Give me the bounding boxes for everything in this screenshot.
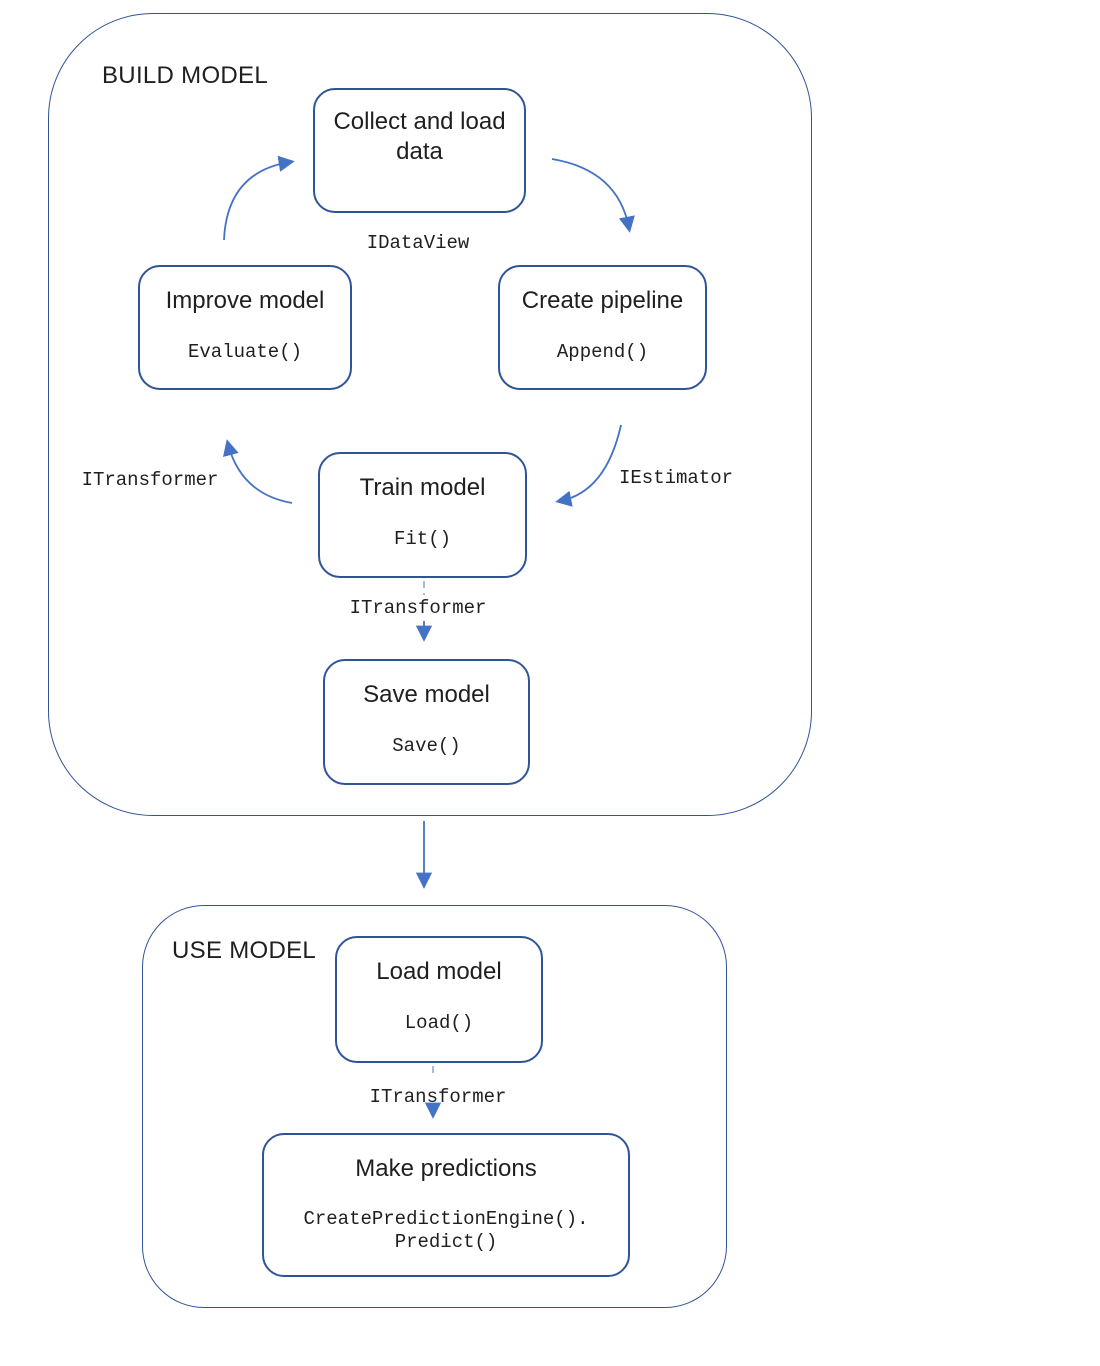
node-title: Improve model: [165, 287, 325, 314]
build-model-label: BUILD MODEL: [102, 62, 269, 89]
node-code-label: Load(): [404, 1012, 474, 1034]
node-title: Create pipeline: [521, 287, 684, 314]
node-title: Make predictions: [355, 1155, 537, 1182]
node-code-label: Evaluate(): [187, 341, 303, 363]
node-code-label: Save(): [392, 735, 461, 757]
build-model-container: [48, 13, 812, 816]
node-create-pipeline: Create pipeline Append(): [498, 265, 707, 390]
node-improve-model: Improve model Evaluate(): [138, 265, 352, 390]
connector-label-itransformer-to-save: ITransformer: [349, 597, 487, 619]
node-code-label: Append(): [556, 341, 649, 363]
node-train-model: Train model Fit(): [318, 452, 527, 578]
node-title: Train model: [359, 474, 486, 501]
node-title: Save model: [363, 681, 490, 708]
connector-label-iestimator: IEstimator: [618, 467, 734, 489]
node-code-label: CreatePredictionEngine(). Predict(): [303, 1208, 589, 1253]
node-title: Collect and load data: [333, 108, 506, 165]
use-model-label: USE MODEL: [172, 937, 317, 964]
connector-label-itransformer-use: ITransformer: [369, 1086, 507, 1108]
node-make-predictions: Make predictions CreatePredictionEngine(…: [262, 1133, 630, 1277]
node-save-model: Save model Save(): [323, 659, 530, 785]
connector-label-idataview: IDataView: [366, 232, 470, 254]
use-model-container: [142, 905, 727, 1308]
node-title: Load model: [376, 958, 502, 985]
node-code-label: Fit(): [393, 528, 451, 550]
node-collect-and-load-data: Collect and load data: [313, 88, 526, 213]
node-load-model: Load model Load(): [335, 936, 543, 1063]
connector-label-itransformer-feedback: ITransformer: [81, 469, 219, 491]
